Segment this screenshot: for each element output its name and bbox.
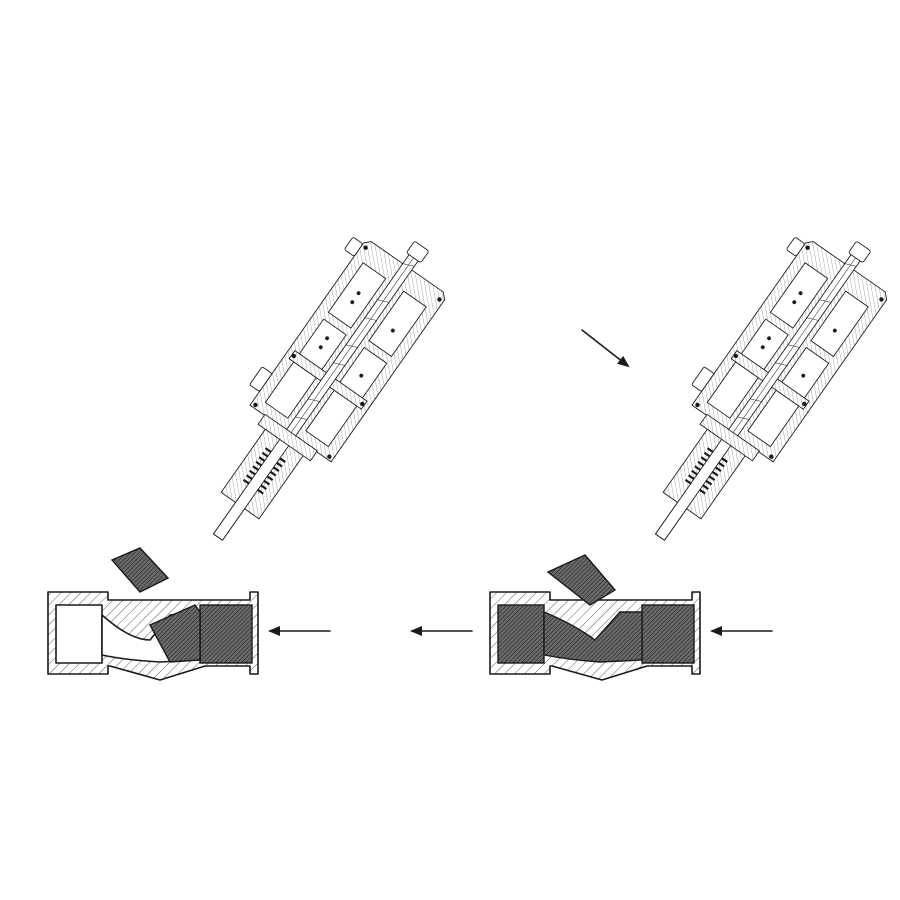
valve-body-right	[489, 554, 701, 681]
valve-plug-open	[546, 554, 617, 606]
valve-closed	[47, 210, 463, 681]
valve-open	[410, 210, 900, 681]
valve-plug-closed	[149, 604, 201, 663]
pilot-arrow	[581, 329, 630, 368]
valve-body-left	[47, 547, 259, 681]
actuator-right	[609, 210, 900, 566]
actuator-left	[167, 210, 463, 566]
